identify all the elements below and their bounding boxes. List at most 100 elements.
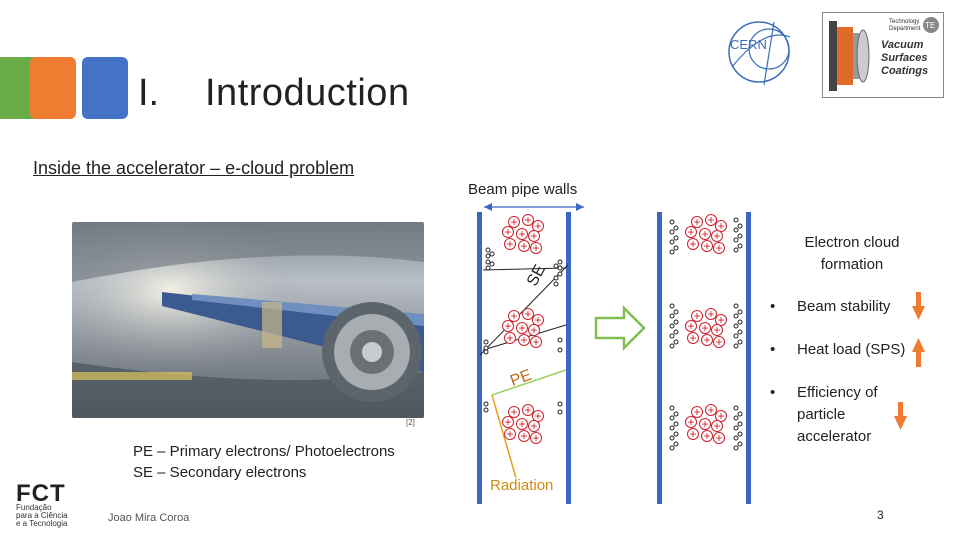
svg-text:+: + xyxy=(518,417,525,431)
electron-dot xyxy=(553,275,559,281)
electron-dot xyxy=(483,401,489,407)
electron-dot xyxy=(557,347,563,353)
proton-mark: + xyxy=(701,333,713,347)
svg-text:+: + xyxy=(524,213,531,227)
proton-mark: + xyxy=(516,321,528,335)
electron-dot xyxy=(673,245,679,251)
svg-text:+: + xyxy=(520,239,527,253)
svg-text:+: + xyxy=(534,409,541,423)
electron-dot xyxy=(557,265,563,271)
svg-text:+: + xyxy=(518,227,525,241)
proton-mark: + xyxy=(715,409,727,423)
electron-dot xyxy=(485,265,491,271)
proton-mark: + xyxy=(715,313,727,327)
electron-dot xyxy=(737,319,743,325)
effect-heat-load: Heat load (SPS) xyxy=(797,341,906,358)
vsc-line-2: Surfaces xyxy=(881,52,927,64)
svg-text:+: + xyxy=(506,427,513,441)
increase-arrow-beam-stability xyxy=(912,292,925,320)
svg-text:+: + xyxy=(707,403,714,417)
effect-efficiency: Efficiency of particle accelerator xyxy=(797,384,878,445)
electron-dot xyxy=(733,237,739,243)
electron-dot xyxy=(737,339,743,345)
electron-dot xyxy=(485,253,491,259)
electron-dot xyxy=(733,323,739,329)
proton-mark: + xyxy=(699,321,711,335)
electron-dot xyxy=(669,219,675,225)
electron-dot xyxy=(737,431,743,437)
svg-text:+: + xyxy=(701,227,708,241)
svg-text:+: + xyxy=(689,427,696,441)
proton-mark: + xyxy=(701,429,713,443)
electron-dot xyxy=(557,271,563,277)
photo-reference: [2] xyxy=(406,418,415,427)
bullet-dot: • xyxy=(770,298,776,315)
proton-mark: + xyxy=(685,415,697,429)
proton-mark: + xyxy=(687,331,699,345)
electron-dot xyxy=(673,339,679,345)
svg-text:+: + xyxy=(532,431,539,445)
svg-text:+: + xyxy=(530,229,537,243)
cern-logo: CERN xyxy=(724,17,794,87)
proton-mark: + xyxy=(508,405,520,419)
svg-text:+: + xyxy=(506,237,513,251)
proton-mark: + xyxy=(504,331,516,345)
svg-text:+: + xyxy=(532,241,539,255)
svg-text:+: + xyxy=(713,323,720,337)
svg-text:+: + xyxy=(504,319,511,333)
proton-mark: + xyxy=(713,241,725,255)
proton-mark: + xyxy=(691,309,703,323)
proton-mark: + xyxy=(711,229,723,243)
svg-text:+: + xyxy=(713,229,720,243)
electron-dot xyxy=(669,405,675,411)
electron-dot xyxy=(483,345,489,351)
electron-dot xyxy=(673,329,679,335)
vsc-line-1: Vacuum xyxy=(881,39,924,51)
proton-mark: + xyxy=(508,309,520,323)
vsc-logo: Technology Department TE Vacuum Surfaces… xyxy=(822,12,944,98)
fct-logo: FCT xyxy=(16,480,66,507)
svg-text:+: + xyxy=(506,331,513,345)
beam-pipe-label: Beam pipe walls xyxy=(468,181,578,198)
electron-dot xyxy=(737,243,743,249)
electron-dot xyxy=(553,263,559,269)
svg-text:+: + xyxy=(715,241,722,255)
electron-dot xyxy=(673,431,679,437)
svg-text:+: + xyxy=(687,319,694,333)
electron-dot xyxy=(673,441,679,447)
proton-mark: + xyxy=(522,403,534,417)
svg-text:+: + xyxy=(520,333,527,347)
proton-mark: + xyxy=(502,225,514,239)
svg-text:+: + xyxy=(689,331,696,345)
cloud-formation-label: Electron cloud formation xyxy=(804,234,900,273)
svg-text:+: + xyxy=(715,335,722,349)
svg-text:+: + xyxy=(703,333,710,347)
increase-arrow-heat-load xyxy=(912,338,925,367)
electron-dot xyxy=(737,233,743,239)
fct-logo-subtitle: Fundação para a Ciência e a Tecnologia xyxy=(16,503,68,528)
electron-dot xyxy=(733,415,739,421)
svg-text:+: + xyxy=(707,307,714,321)
electron-dot xyxy=(733,247,739,253)
svg-text:+: + xyxy=(687,415,694,429)
electron-dot xyxy=(669,249,675,255)
electron-dot xyxy=(737,421,743,427)
svg-text:+: + xyxy=(518,321,525,335)
electron-dot xyxy=(733,227,739,233)
accelerator-tunnel-photo xyxy=(72,222,424,418)
svg-text:+: + xyxy=(524,403,531,417)
electron-dot xyxy=(737,441,743,447)
svg-text:+: + xyxy=(687,225,694,239)
svg-text:+: + xyxy=(703,239,710,253)
proton-mark: + xyxy=(530,241,542,255)
left-pipe-wall-b xyxy=(566,212,571,504)
electron-dot xyxy=(669,229,675,235)
section-number: I. xyxy=(138,72,160,114)
left-pipe-wall-a xyxy=(477,212,482,504)
proton-mark: + xyxy=(701,239,713,253)
electron-dot xyxy=(557,259,563,265)
proton-mark: + xyxy=(522,213,534,227)
proton-mark: + xyxy=(518,429,530,443)
electron-dot xyxy=(489,251,495,257)
electron-dot xyxy=(733,313,739,319)
